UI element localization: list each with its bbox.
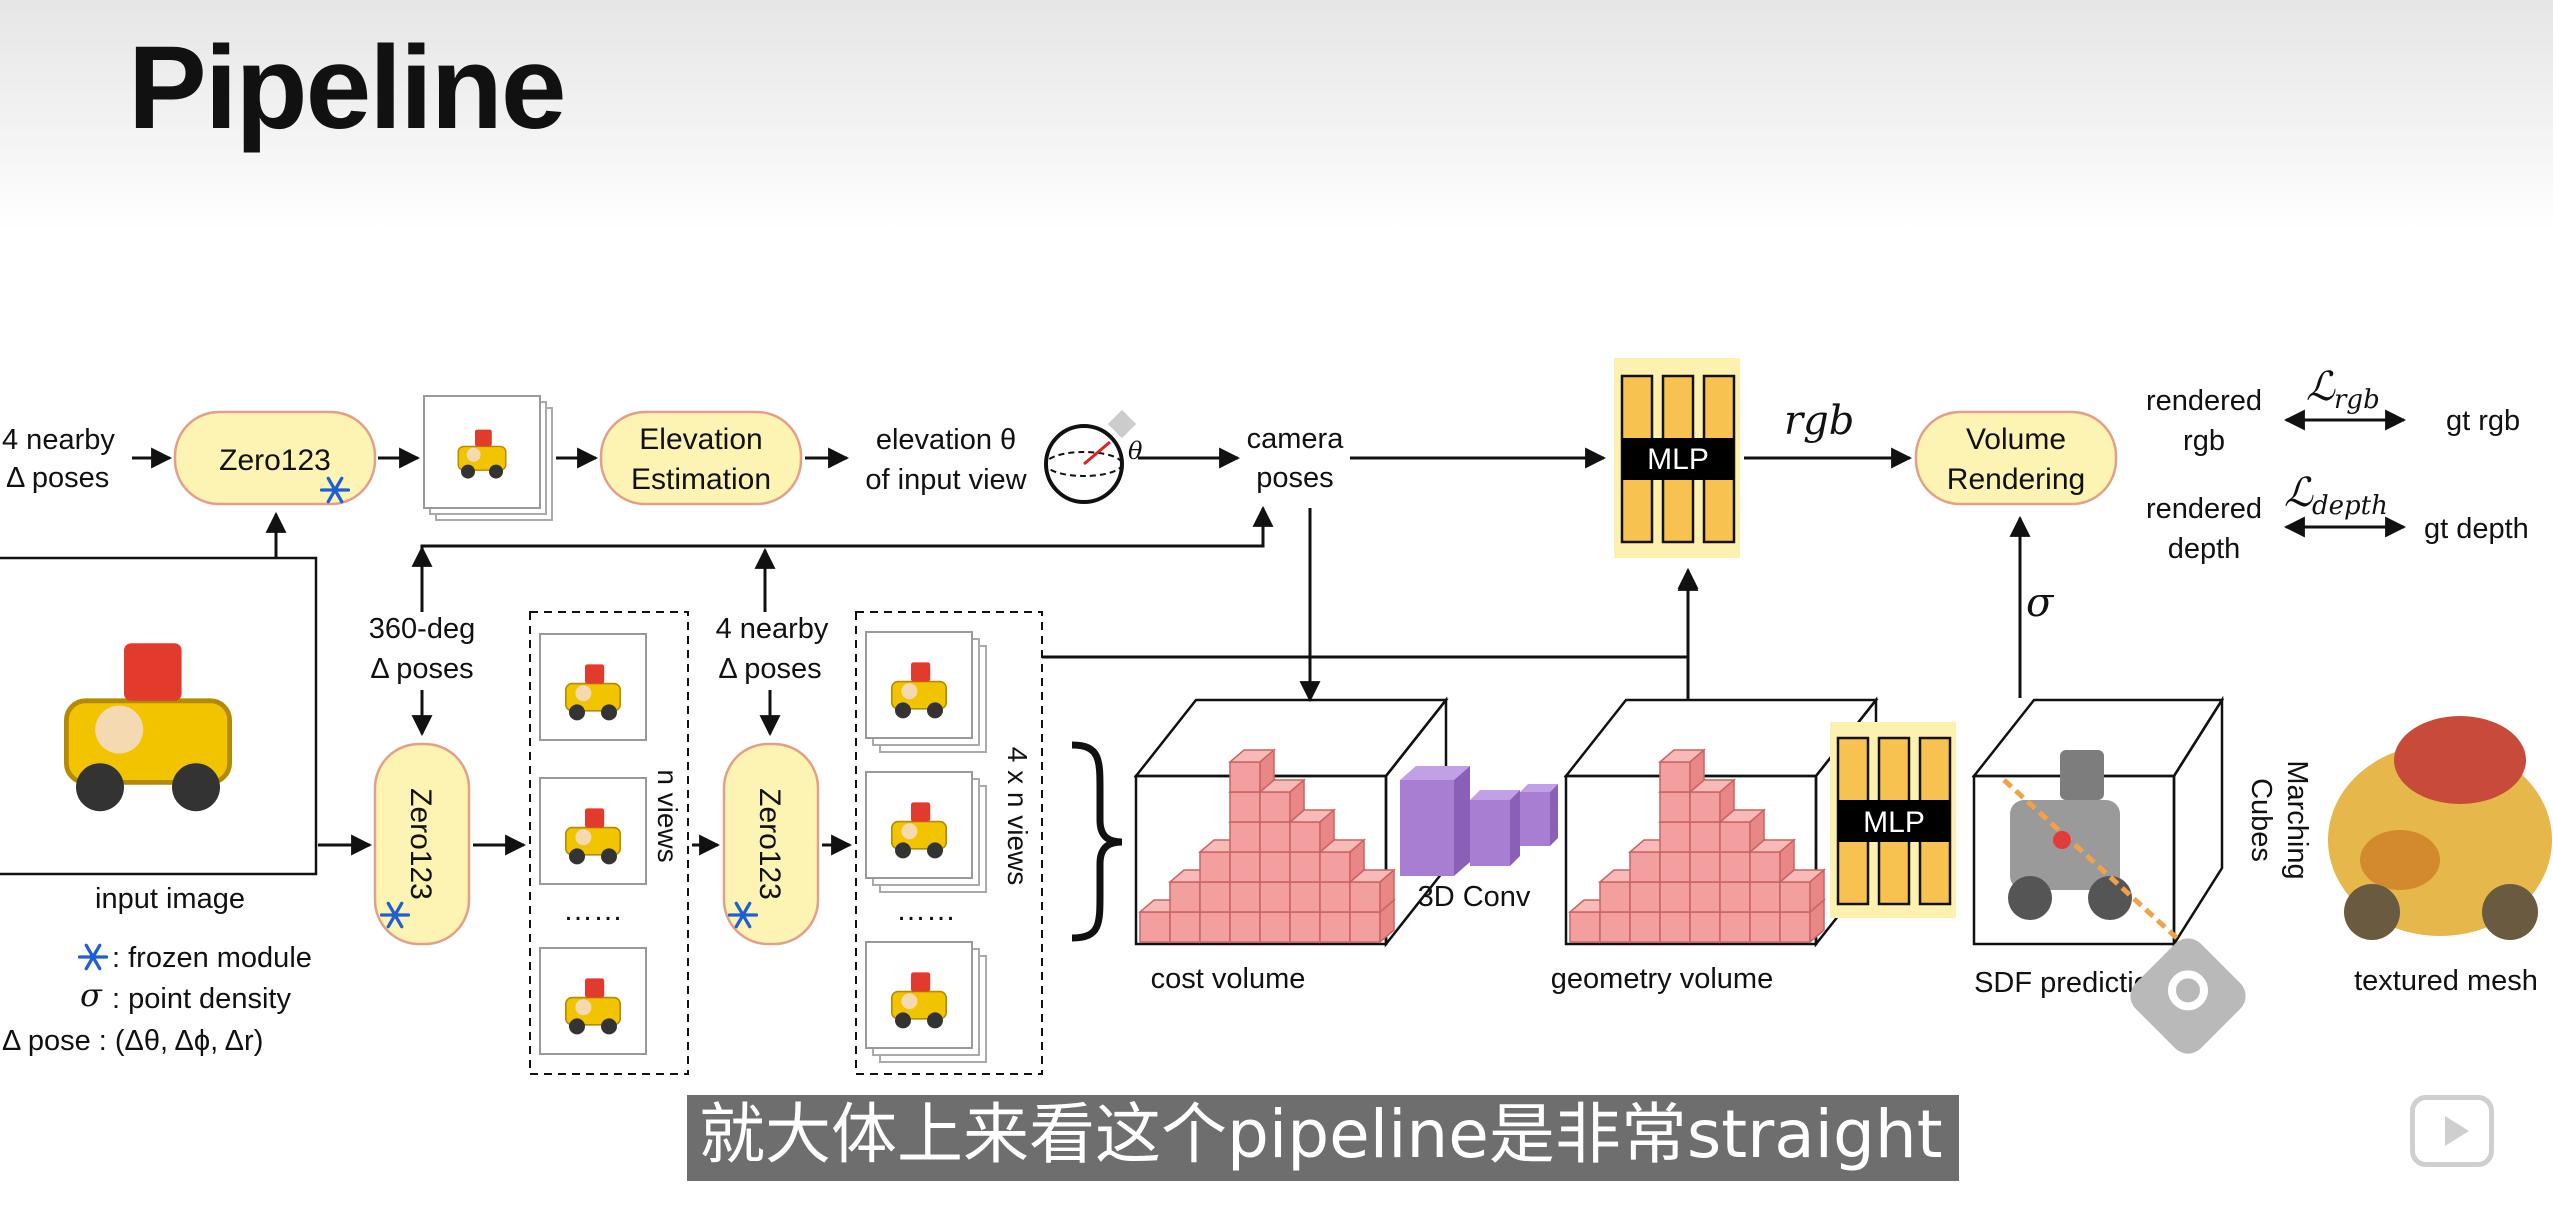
generated-views-stack	[423, 395, 553, 521]
4n-views-box	[855, 611, 1043, 1075]
geometry-volume-label: geometry volume	[1551, 963, 1773, 995]
title-band	[0, 0, 2553, 230]
loss-rgb-symbol: ℒ	[2306, 364, 2336, 410]
rgb-label: rgb	[1784, 398, 1854, 444]
legend-sigma-symbol: σ	[80, 976, 103, 1014]
loss-depth-subscript: depth	[2312, 491, 2388, 521]
rendered-rgb-line2: rgb	[2183, 425, 2225, 457]
arrow-views-to-mlp	[1042, 569, 1699, 659]
video-subtitle: 就大体上来看这个pipeline是非常straight	[687, 1095, 1959, 1181]
nearby-poses-top-line2: Δ poses	[6, 462, 109, 494]
4n-views-label: 4 x n views	[1002, 747, 1033, 886]
rendered-rgb-line1: rendered	[2146, 385, 2262, 417]
zero123-top-module	[173, 410, 377, 506]
deg360-line2: Δ poses	[370, 653, 473, 685]
cost-volume-cube	[1133, 696, 1449, 948]
n-views-dots: ……	[563, 894, 623, 927]
mlp-top-label: MLP	[1647, 443, 1709, 476]
gt-rgb-label: gt rgb	[2446, 405, 2520, 437]
geometry-volume-cube	[1563, 696, 1879, 948]
n-views-label: n views	[652, 769, 683, 862]
n-views-images	[539, 633, 647, 1055]
elevation-estimation-module	[599, 410, 803, 506]
4n-views-dots: ……	[896, 894, 956, 927]
rendered-depth-line2: depth	[2168, 533, 2241, 565]
elevation-sphere-icon	[1044, 409, 1137, 504]
elevation-theta-line2: of input view	[865, 464, 1027, 496]
volume-rendering-line1: Volume	[1966, 423, 2066, 456]
mlp-bottom-label: MLP	[1863, 806, 1925, 839]
arrow-360-to-camera	[420, 505, 1274, 612]
nearby-mid-line2: Δ poses	[718, 653, 821, 685]
loss-rgb-subscript: rgb	[2334, 385, 2380, 415]
4n-views-images	[865, 631, 987, 1063]
textured-mesh-label: textured mesh	[2354, 965, 2538, 997]
conv3d-block	[1400, 766, 1558, 876]
marching-cubes-line2: Cubes	[2245, 778, 2277, 862]
curly-brace	[1071, 741, 1123, 942]
volume-rendering-module	[1914, 410, 2118, 506]
zero123-mid2-label: Zero123	[753, 788, 786, 900]
rendered-depth-line1: rendered	[2146, 493, 2262, 525]
mlp-top-block	[1614, 358, 1740, 558]
nearby-poses-top-line1: 4 nearby	[2, 424, 115, 456]
nearby-mid-line1: 4 nearby	[716, 613, 829, 645]
play-icon[interactable]	[2410, 1095, 2494, 1167]
elevation-estimation-line1: Elevation	[639, 423, 762, 456]
zero123-mid-label: Zero123	[404, 788, 437, 900]
loss-depth-symbol: ℒ	[2284, 470, 2314, 516]
sdf-prediction-cube	[1971, 695, 2225, 952]
cost-volume-label: cost volume	[1151, 963, 1306, 995]
slide-title: Pipeline	[128, 22, 566, 154]
textured-mesh-image	[2328, 716, 2552, 940]
zero123-mid2-module	[722, 742, 820, 946]
zero123-top-label: Zero123	[219, 444, 331, 477]
zero123-mid-module	[373, 742, 471, 946]
gt-depth-label: gt depth	[2424, 513, 2529, 545]
theta-symbol: θ	[1128, 437, 1143, 465]
legend-snowflake-icon	[78, 943, 108, 971]
legend-density-label: : point density	[112, 983, 291, 1015]
marching-cubes-line1: Marching	[2281, 760, 2313, 879]
camera-poses-line1: camera	[1247, 423, 1345, 455]
camera-poses-line2: poses	[1256, 462, 1333, 494]
volume-rendering-line2: Rendering	[1947, 463, 2085, 496]
n-views-box	[529, 611, 689, 1075]
sigma-label: σ	[2026, 580, 2055, 626]
elevation-estimation-line2: Estimation	[631, 463, 771, 496]
deg360-line1: 360-deg	[369, 613, 475, 645]
elevation-theta-line1: elevation θ	[876, 424, 1016, 456]
legend-frozen-label: : frozen module	[112, 942, 312, 974]
input-image-label: input image	[95, 883, 245, 915]
legend-pose-definition: Δ pose : (Δθ, Δϕ, Δr)	[2, 1025, 263, 1057]
mlp-bottom-block	[1830, 722, 1956, 918]
conv3d-label: 3D Conv	[1418, 881, 1531, 913]
